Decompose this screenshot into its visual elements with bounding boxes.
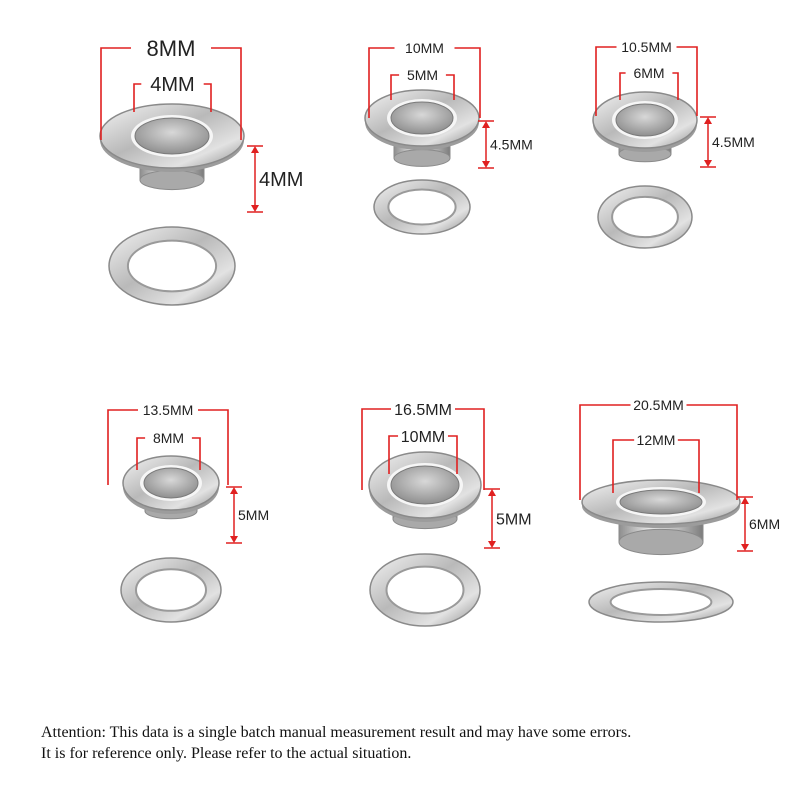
eyelet-1 xyxy=(99,103,245,306)
height-2: 4.5MM xyxy=(478,120,533,169)
inner-diameter-6: 12MM xyxy=(612,432,700,493)
height-3-label: 4.5MM xyxy=(712,134,755,150)
inner-diameter-4-label: 8MM xyxy=(153,430,184,446)
inner-diameter-4-line-right xyxy=(191,437,201,470)
inner-diameter-3-line-right xyxy=(672,72,679,100)
eyelet-barrel-end xyxy=(618,528,704,556)
outer-diameter-4-line-left xyxy=(107,409,138,485)
eyelet-5 xyxy=(368,451,482,627)
inner-diameter-5-line-left xyxy=(388,435,399,474)
height-3-arrow-down xyxy=(704,160,712,167)
outer-diameter-6-line-right xyxy=(686,404,738,500)
height-5-label: 5MM xyxy=(496,511,532,528)
inner-diameter-1: 4MM xyxy=(133,74,212,112)
eyelet-hole xyxy=(390,465,460,505)
outer-diameter-2: 10MM xyxy=(368,40,481,118)
height-6-arrow-down xyxy=(741,544,749,551)
height-1-label: 4MM xyxy=(259,169,303,191)
height-3-arrow-up xyxy=(704,117,712,124)
outer-diameter-2-line-right xyxy=(454,47,481,118)
outer-diameter-4: 13.5MM xyxy=(107,402,229,485)
height-1: 4MM xyxy=(247,145,303,213)
outer-diameter-1-line-right xyxy=(211,47,242,140)
inner-diameter-3-label: 6MM xyxy=(633,65,664,81)
outer-diameter-3-label: 10.5MM xyxy=(621,39,672,55)
height-4-arrow-down xyxy=(230,536,238,543)
outer-diameter-3-line-left xyxy=(595,46,617,116)
inner-diameter-1-label: 4MM xyxy=(150,74,194,96)
inner-diameter-2-label: 5MM xyxy=(407,67,438,83)
outer-diameter-3-line-right xyxy=(676,46,698,116)
eyelet-barrel-end xyxy=(393,149,451,167)
outer-diameter-6-line-left xyxy=(579,404,631,500)
outer-diameter-6-label: 20.5MM xyxy=(633,397,684,413)
attention-note: Attention: This data is a single batch m… xyxy=(41,722,781,764)
outer-diameter-5-label: 16.5MM xyxy=(394,402,452,419)
inner-diameter-3-line-left xyxy=(619,72,626,100)
eyelet-hole xyxy=(390,101,454,135)
inner-diameter-6-label: 12MM xyxy=(637,432,676,448)
washer-hole xyxy=(385,565,465,615)
height-5: 5MM xyxy=(484,488,532,549)
attention-note-line-2: It is for reference only. Please refer t… xyxy=(41,745,412,762)
height-5-arrow-down xyxy=(488,541,496,548)
washer-hole xyxy=(611,195,679,239)
height-1-arrow-down xyxy=(251,205,259,212)
outer-diameter-4-line-right xyxy=(198,409,229,485)
outer-diameter-5-line-right xyxy=(455,408,485,490)
inner-diameter-5-label: 10MM xyxy=(401,429,445,446)
eyelet-3 xyxy=(592,91,698,249)
inner-diameter-5: 10MM xyxy=(388,429,458,474)
height-4-arrow-up xyxy=(230,487,238,494)
outer-diameter-5-line-left xyxy=(361,408,391,490)
outer-diameter-3: 10.5MM xyxy=(595,39,698,116)
washer-hole xyxy=(387,188,457,226)
eyelet-4 xyxy=(120,455,222,623)
inner-diameter-4-line-left xyxy=(136,437,146,470)
inner-diameter-6-line-left xyxy=(612,439,635,493)
height-6-label: 6MM xyxy=(749,516,780,532)
eyelet-hole xyxy=(143,467,199,499)
outer-diameter-5: 16.5MM xyxy=(361,402,485,490)
height-2-arrow-up xyxy=(482,121,490,128)
height-1-arrow-up xyxy=(251,146,259,153)
outer-diameter-2-label: 10MM xyxy=(405,40,444,56)
inner-diameter-2-line-left xyxy=(390,74,400,100)
outer-diameter-1: 8MM xyxy=(100,36,242,140)
eyelet-2 xyxy=(364,89,480,235)
height-4: 5MM xyxy=(226,486,269,544)
outer-diameter-1-line-left xyxy=(100,47,131,140)
inner-diameter-3: 6MM xyxy=(619,65,679,100)
eyelet-barrel-end xyxy=(139,169,205,191)
attention-note-line-1: Attention: This data is a single batch m… xyxy=(41,724,632,741)
washer-hole xyxy=(135,568,207,612)
height-2-label: 4.5MM xyxy=(490,137,533,153)
outer-diameter-6: 20.5MM xyxy=(579,397,738,500)
eyelet-hole xyxy=(619,489,703,515)
inner-diameter-4: 8MM xyxy=(136,430,201,470)
outer-diameter-2-line-left xyxy=(368,47,395,118)
inner-diameter-5-line-right xyxy=(447,435,458,474)
eyelet-hole xyxy=(615,103,675,137)
inner-diameter-6-line-right xyxy=(677,439,700,493)
washer-hole xyxy=(609,588,713,616)
inner-diameter-2-line-right xyxy=(445,74,455,100)
eyelet-6 xyxy=(581,479,741,623)
height-6: 6MM xyxy=(737,496,780,552)
height-5-arrow-up xyxy=(488,489,496,496)
inner-diameter-1-line-right xyxy=(203,83,212,112)
inner-diameter-1-line-left xyxy=(133,83,142,112)
outer-diameter-4-label: 13.5MM xyxy=(143,402,194,418)
eyelet-hole xyxy=(134,117,210,155)
washer-hole xyxy=(126,239,218,293)
height-2-arrow-down xyxy=(482,161,490,168)
height-3: 4.5MM xyxy=(700,116,755,168)
height-6-arrow-up xyxy=(741,497,749,504)
inner-diameter-2: 5MM xyxy=(390,67,455,100)
height-4-label: 5MM xyxy=(238,507,269,523)
outer-diameter-1-label: 8MM xyxy=(147,36,196,61)
